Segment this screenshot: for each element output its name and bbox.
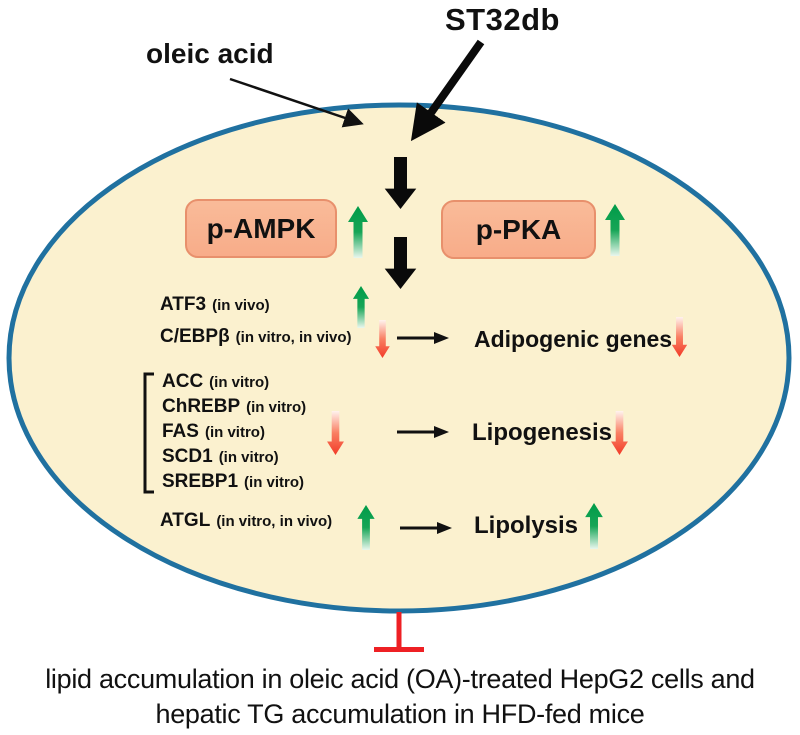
gene-row-fas: FAS (in vitro) [162,421,265,443]
gene-context: (in vivo) [212,297,270,314]
kinase-box-p-ampk: p-AMPK [185,199,337,258]
target-lipogenesis: Lipogenesis [472,419,613,446]
down-arrow-icon [671,317,688,357]
st32db-arrow [410,39,485,142]
up-arrow-icon [348,206,368,258]
gene-name: FAS [162,421,199,442]
gene-row-atgl: ATGL (in vitro, in vivo) [160,510,332,532]
down-arrow-icon [384,157,417,209]
gene-row-atf3: ATF3 (in vivo) [160,294,270,316]
gene-row-cebpb: C/EBPβ (in vitro, in vivo) [160,326,352,348]
target-adipogenic-genes: Adipogenic genes [474,326,673,352]
down-arrow-icon [611,411,628,455]
gene-context: (in vitro) [204,424,265,441]
gene-context: (in vitro) [209,374,270,391]
stimulus-label: oleic acid [146,38,274,69]
up-arrow-icon [585,503,603,549]
down-arrow-icon [327,411,344,455]
gene-context: (in vitro) [244,474,305,491]
gene-name: ATF3 [160,294,207,315]
drug-label: ST32db [445,2,560,37]
gene-context: (in vitro, in vivo) [216,513,333,530]
gene-name: SREBP1 [162,471,239,492]
gene-name: ChREBP [162,396,241,417]
gene-context: (in vitro) [246,399,307,416]
gene-context: (in vitro, in vivo) [235,329,352,346]
up-arrow-icon [357,505,375,550]
down-arrow-icon [375,320,390,358]
right-arrow-icon [400,522,452,534]
kinase-label: p-PKA [475,213,562,245]
outcome-line-2: hepatic TG accumulation in HFD-fed mice [155,699,645,729]
gene-name: C/EBPβ [160,326,230,347]
gene-row-scd1: SCD1 (in vitro) [162,446,279,468]
kinase-box-p-pka: p-PKA [441,200,596,259]
down-arrow-icon [384,237,417,289]
right-arrow-icon [397,426,449,438]
gene-name: ATGL [160,510,211,531]
inhibition-icon [374,612,424,652]
gene-row-acc: ACC (in vitro) [162,371,269,393]
gene-row-chrebp: ChREBP (in vitro) [162,396,306,418]
gene-name: ACC [162,371,204,392]
outcome-text: lipid accumulation in oleic acid (OA)-tr… [0,662,800,732]
oleic-acid-arrow [229,77,364,128]
gene-context: (in vitro) [218,449,279,466]
up-arrow-icon [605,204,625,256]
right-arrow-icon [397,332,449,344]
gene-group-bracket [143,372,154,494]
outcome-line-1: lipid accumulation in oleic acid (OA)-tr… [45,664,755,694]
gene-row-srebp1: SREBP1 (in vitro) [162,471,304,493]
target-lipolysis: Lipolysis [474,512,579,539]
up-arrow-icon [352,286,370,328]
kinase-label: p-AMPK [206,212,316,244]
gene-name: SCD1 [162,446,213,467]
